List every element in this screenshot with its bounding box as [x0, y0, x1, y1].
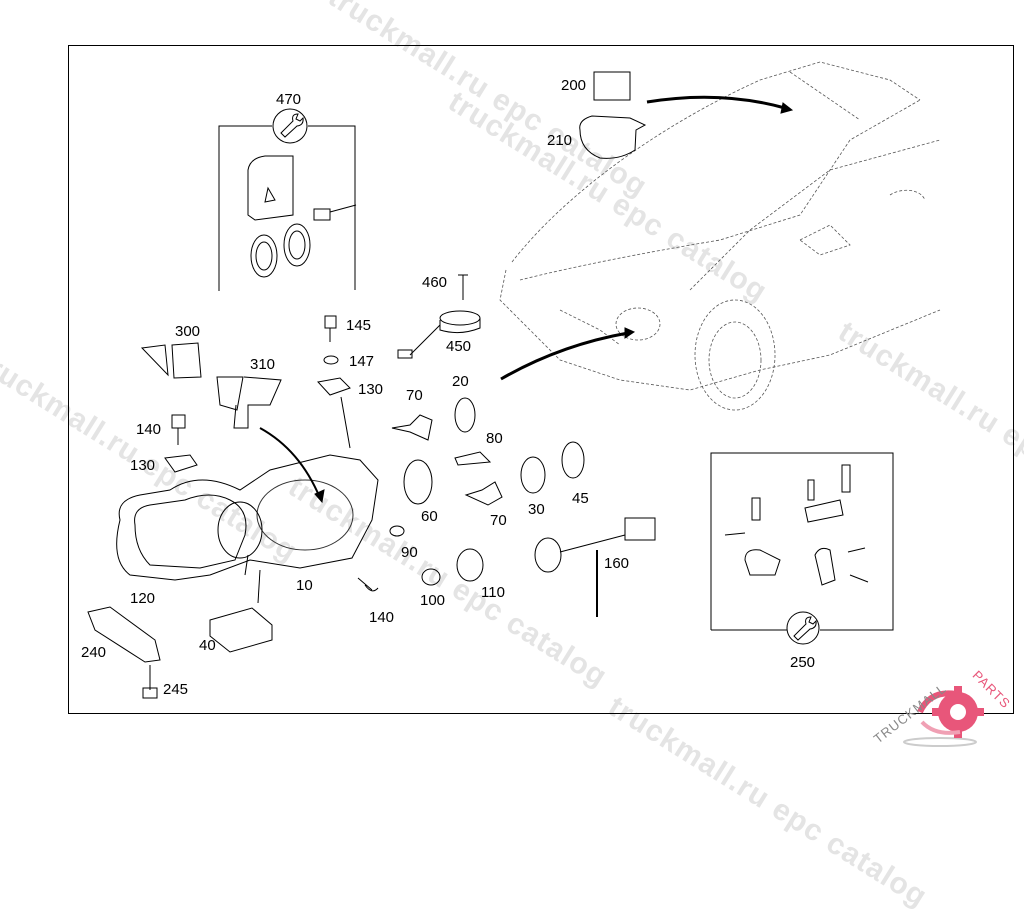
part-60 [403, 459, 433, 505]
callout-250[interactable]: 250 [790, 654, 816, 671]
part-310 [216, 376, 282, 429]
part-210 [579, 115, 647, 159]
part-80 [454, 451, 492, 466]
wrench-icon [786, 611, 820, 645]
callout-40[interactable]: 40 [199, 637, 216, 654]
callout-140[interactable]: 140 [136, 421, 162, 438]
callout-460[interactable]: 460 [422, 274, 448, 291]
callout-147[interactable]: 147 [349, 353, 375, 370]
part-140 [357, 577, 379, 592]
callout-120[interactable]: 120 [130, 590, 156, 607]
part-160 [534, 537, 562, 573]
part-110 [456, 548, 484, 582]
callout-240[interactable]: 240 [81, 644, 107, 661]
callout-70[interactable]: 70 [490, 512, 507, 529]
callout-210[interactable]: 210 [547, 132, 573, 149]
part-147 [323, 355, 339, 365]
callout-10[interactable]: 10 [296, 577, 313, 594]
part-45 [561, 441, 585, 479]
part-240 [87, 606, 161, 663]
callout-140[interactable]: 140 [369, 609, 395, 626]
part-300 [140, 342, 202, 379]
callout-145[interactable]: 145 [346, 317, 372, 334]
callout-130[interactable]: 130 [130, 457, 156, 474]
callout-310[interactable]: 310 [250, 356, 276, 373]
part-90 [389, 525, 405, 537]
part-70 [391, 414, 433, 441]
diagram-frame [68, 45, 1014, 714]
part-10 [256, 479, 354, 551]
callout-450[interactable]: 450 [446, 338, 472, 355]
part-130 [317, 377, 351, 396]
gear-icon [903, 686, 984, 747]
part-245 [142, 665, 158, 699]
callout-45[interactable]: 45 [572, 490, 589, 507]
part-140 [171, 414, 186, 445]
callout-20[interactable]: 20 [452, 373, 469, 390]
kit-470-box [218, 108, 357, 291]
callout-60[interactable]: 60 [421, 508, 438, 525]
callout-70[interactable]: 70 [406, 387, 423, 404]
part-130 [164, 454, 198, 473]
callout-110[interactable]: 110 [481, 584, 505, 601]
callout-245[interactable]: 245 [163, 681, 189, 698]
callout-300[interactable]: 300 [175, 323, 201, 340]
part-120 [116, 454, 379, 581]
kit-250-box [710, 452, 894, 645]
part-460 [458, 274, 468, 300]
part-200 [593, 71, 631, 101]
callout-30[interactable]: 30 [528, 501, 545, 518]
callout-200[interactable]: 200 [561, 77, 587, 94]
callout-90[interactable]: 90 [401, 544, 418, 561]
part-40 [209, 607, 273, 653]
callout-80[interactable]: 80 [486, 430, 503, 447]
part-450 [439, 310, 481, 326]
part-100 [421, 568, 441, 586]
part-20 [454, 397, 476, 433]
part-30 [520, 456, 546, 494]
callout-470[interactable]: 470 [276, 91, 302, 108]
part-145 [324, 315, 337, 342]
callout-160[interactable]: 160 [604, 555, 630, 572]
car-illustration [499, 61, 941, 411]
callout-130[interactable]: 130 [358, 381, 384, 398]
truckmall-logo: TRUCKMALL PARTS [860, 660, 1024, 750]
wrench-icon [272, 108, 308, 144]
diagram-artwork [87, 61, 941, 699]
callout-100[interactable]: 100 [420, 592, 446, 609]
part-70 [464, 481, 503, 506]
